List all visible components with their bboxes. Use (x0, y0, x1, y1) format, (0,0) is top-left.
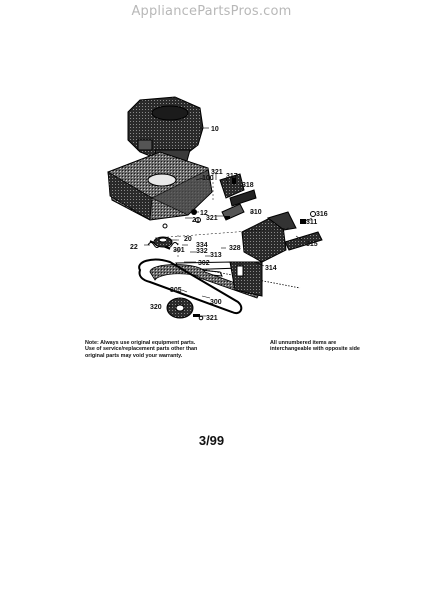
callout-332: 332 (196, 248, 208, 255)
alignment-lines (154, 170, 291, 258)
callout-12: 12 (200, 210, 208, 217)
screw-bottom (193, 314, 204, 321)
callout-310: 310 (250, 209, 262, 216)
callout-301: 301 (173, 247, 185, 254)
scraper-bar (284, 211, 323, 251)
callout-316: 316 (316, 211, 328, 218)
callout-320: 320 (150, 304, 162, 311)
warranty-note: Note: Always use original equipment part… (85, 340, 198, 359)
pulley (153, 236, 173, 248)
callout-10: 10 (211, 126, 219, 133)
callout-315: 315 (306, 241, 318, 248)
callout-328: 328 (229, 245, 241, 252)
callout-313: 313 (210, 252, 222, 259)
page-number: 3/99 (198, 433, 225, 448)
callout-317: 317 (226, 173, 238, 180)
callout-305: 305 (170, 287, 182, 294)
callout-318: 318 (242, 182, 254, 189)
callout-311: 311 (306, 219, 317, 226)
callout-20: 20 (184, 236, 192, 243)
callout-labels: 10 100 321 317 318 12 21 321 310 316 311… (130, 126, 328, 322)
callout-321-top: 321 (211, 169, 223, 176)
callout-22: 22 (130, 244, 138, 251)
callout-21: 21 (192, 217, 200, 224)
callout-321-mid: 321 (206, 215, 218, 222)
mower-deck (107, 151, 213, 221)
belt-drive (149, 261, 301, 299)
leader-lines (144, 127, 313, 317)
callout-314: 314 (265, 265, 277, 272)
callout-302: 302 (198, 260, 210, 267)
interchangeable-note: All unnumbered items are interchangeable… (270, 340, 360, 353)
callout-300: 300 (210, 299, 222, 306)
callout-100: 100 (202, 175, 214, 182)
hardware (162, 178, 236, 229)
drive-wheel (166, 297, 194, 319)
callout-334: 334 (196, 242, 208, 249)
drive-housing (241, 211, 297, 263)
v-belt (138, 258, 243, 314)
callout-321-bottom: 321 (206, 315, 218, 322)
bracket-assembly (219, 173, 257, 221)
watermark: AppliancePartsPros.com (131, 4, 292, 19)
